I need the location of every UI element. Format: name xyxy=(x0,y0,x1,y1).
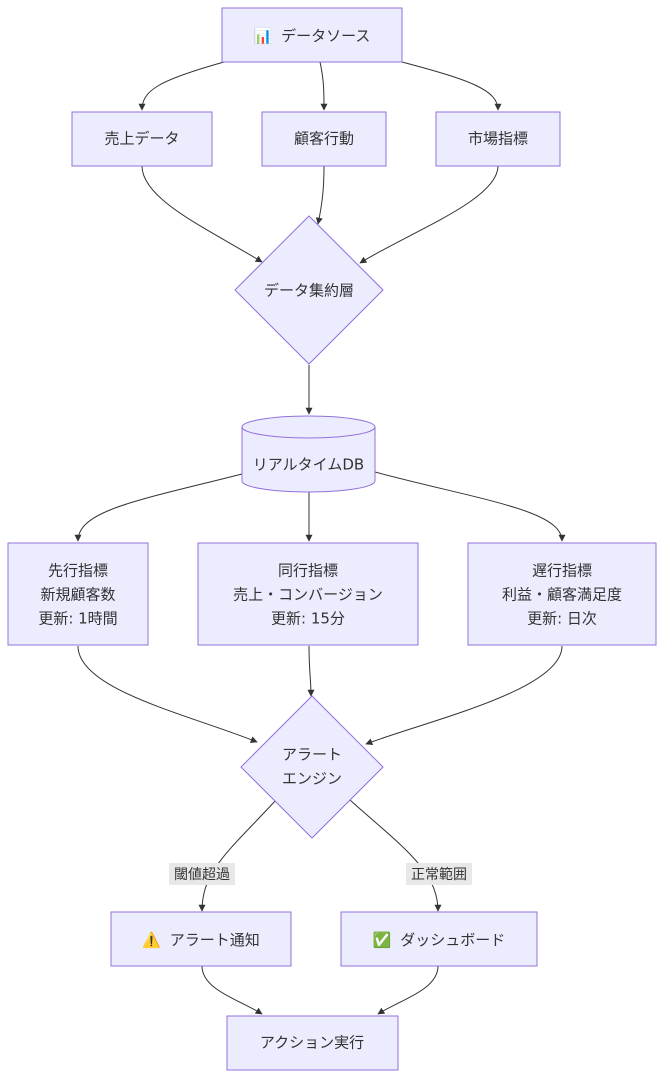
edge-datasource-sales xyxy=(138,61,225,111)
node-dashboard: ✅ ダッシュボード xyxy=(340,911,538,967)
market-label: 市場指標 xyxy=(468,130,528,148)
lagging-line3: 更新: 日次 xyxy=(527,610,597,628)
node-alert-engine: アラート エンジン xyxy=(240,695,384,839)
node-leading: 先行指標 新規顧客数 更新: 1時間 xyxy=(7,542,149,646)
svg-text:📊 データソース: 📊 データソース xyxy=(254,27,371,45)
node-coincident: 同行指標 売上・コンバージョン 更新: 15分 xyxy=(197,542,419,646)
alert-notify-label: アラート通知 xyxy=(170,931,260,949)
node-action: アクション実行 xyxy=(226,1015,399,1071)
warning-icon: ⚠️ xyxy=(142,931,161,949)
edge-label-threshold-text: 閾値超過 xyxy=(174,867,230,883)
alert-engine-line1: アラート xyxy=(282,746,342,764)
node-sales: 売上データ xyxy=(71,111,213,167)
leading-line2: 新規顧客数 xyxy=(40,586,115,604)
edge-alertengine-alertnotify xyxy=(198,799,277,912)
node-datasource: 📊 データソース xyxy=(221,7,403,63)
lagging-line2: 利益・顧客満足度 xyxy=(502,586,622,604)
realtime-db-label: リアルタイムDB xyxy=(253,456,364,474)
aggregation-label: データ集約層 xyxy=(264,282,354,300)
edge-coincident-alertengine xyxy=(307,645,315,697)
edge-label-normal-bg xyxy=(406,863,472,885)
edge-alertengine-dashboard xyxy=(349,799,442,912)
check-mark-icon: ✅ xyxy=(373,931,392,949)
svg-text:⚠️ アラート通知: ⚠️ アラート通知 xyxy=(142,931,259,949)
dashboard-label: ダッシュボード xyxy=(400,931,505,949)
node-aggregation: データ集約層 xyxy=(234,215,384,365)
edge-label-threshold-bg xyxy=(169,863,235,885)
edge-realtimedb-leading xyxy=(74,473,243,542)
bar-chart-icon: 📊 xyxy=(254,27,273,45)
coincident-line1: 同行指標 xyxy=(278,562,338,580)
edge-leading-alertengine xyxy=(77,645,258,743)
edge-sales-aggregation xyxy=(141,165,263,263)
edges xyxy=(74,61,566,1015)
datasource-label: データソース xyxy=(281,27,370,45)
leading-line1: 先行指標 xyxy=(48,562,108,580)
edge-realtimedb-lagging xyxy=(374,471,566,542)
coincident-line3: 更新: 15分 xyxy=(271,610,345,628)
sales-label: 売上データ xyxy=(104,130,179,148)
node-market: 市場指標 xyxy=(435,111,561,167)
edge-market-aggregation xyxy=(359,165,499,264)
coincident-line2: 売上・コンバージョン xyxy=(233,586,383,604)
svg-text:✅ ダッシュボード: ✅ ダッシュボード xyxy=(373,931,505,949)
node-lagging: 遅行指標 利益・顧客満足度 更新: 日次 xyxy=(467,542,657,646)
node-behavior: 顧客行動 xyxy=(261,111,387,167)
node-realtime-db: リアルタイムDB xyxy=(241,415,376,493)
edge-label-normal: 正常範囲 xyxy=(406,863,472,885)
edge-dashboard-action xyxy=(377,965,439,1015)
behavior-label: 顧客行動 xyxy=(294,130,354,148)
edge-alertnotify-action xyxy=(201,965,263,1015)
edge-lagging-alertengine xyxy=(365,645,563,746)
leading-line3: 更新: 1時間 xyxy=(38,610,117,628)
edge-datasource-market xyxy=(401,61,502,111)
alert-engine-line2: エンジン xyxy=(282,770,342,788)
edge-label-threshold: 閾値超過 xyxy=(169,863,235,885)
edge-datasource-behavior xyxy=(319,61,328,111)
lagging-line1: 遅行指標 xyxy=(532,562,592,580)
edge-behavior-aggregation xyxy=(315,165,325,225)
edge-label-normal-text: 正常範囲 xyxy=(411,866,467,883)
action-label: アクション実行 xyxy=(260,1034,364,1052)
node-alert-notify: ⚠️ アラート通知 xyxy=(110,911,292,967)
